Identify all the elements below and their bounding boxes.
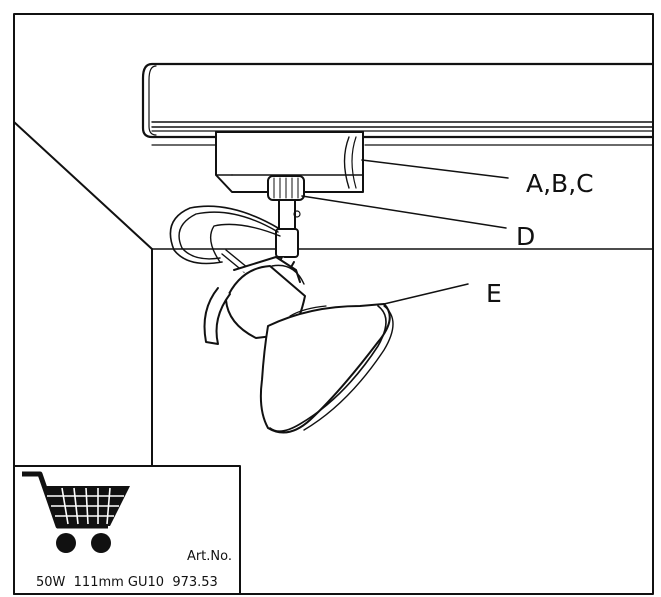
leader-line-abc — [361, 159, 509, 179]
track-rail — [141, 62, 655, 146]
frame-border — [13, 13, 654, 595]
label-e: E — [486, 279, 502, 308]
wall-diagonal — [13, 121, 153, 250]
cable — [169, 205, 281, 273]
knurled-nut — [267, 175, 305, 235]
label-abc: A,B,C — [526, 169, 594, 198]
label-d: D — [516, 222, 535, 251]
shopping-cart-icon — [22, 471, 130, 553]
leader-line-d — [301, 195, 507, 229]
reflector-lamp — [259, 303, 394, 434]
art-no-label: Art.No. — [187, 549, 232, 564]
leader-line-e — [383, 283, 469, 305]
spec-line: 50W 111mm GU10 973.53 — [36, 575, 218, 590]
